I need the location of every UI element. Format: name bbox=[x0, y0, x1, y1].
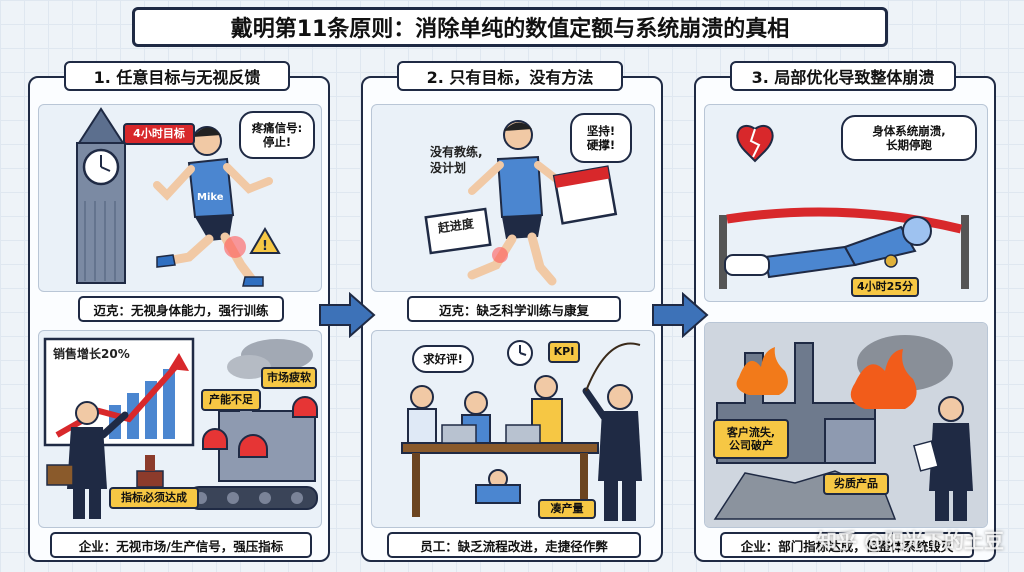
tired-runner-figure bbox=[467, 120, 568, 286]
alarm-light-icon bbox=[202, 396, 318, 458]
system-collapse-bubble: 身体系统崩溃, 长期停跑 bbox=[841, 115, 977, 161]
schedule-book-icon bbox=[424, 207, 492, 255]
must-achieve-tag: 指标必须达成 bbox=[109, 487, 199, 509]
factory-icon bbox=[188, 339, 318, 510]
praise-request-bubble: 求好评! bbox=[412, 345, 474, 373]
manager-figure bbox=[46, 401, 129, 519]
runner-scene-illustration: ! bbox=[76, 107, 281, 287]
capacity-shortage-tag: 产能不足 bbox=[201, 389, 261, 411]
shirt-label: Mike bbox=[197, 192, 224, 203]
panel-1-top-scene: ! 4小时目标 疼痛信号: 停止! Mike bbox=[38, 104, 322, 292]
panel-2-bottom-caption: 员工：缺乏流程改进，走捷径作弊 bbox=[387, 532, 641, 558]
target-badge: 4小时目标 bbox=[123, 123, 195, 145]
panel-1-bottom-scene: 销售增长20% 产能不足 市场疲软 指标必须达成 bbox=[38, 330, 322, 528]
collapsed-runner-illustration bbox=[719, 124, 969, 289]
pad-output-tag: 凑产量 bbox=[538, 499, 596, 519]
runner-no-plan-illustration bbox=[424, 120, 618, 286]
persist-bubble: 坚持! 硬撑! bbox=[570, 113, 632, 163]
panel-1-header: 1. 任意目标与无视反馈 bbox=[64, 61, 290, 91]
fire-icon bbox=[736, 347, 917, 409]
panel-2-top-caption: 迈克：缺乏科学训练与康复 bbox=[407, 296, 621, 322]
arrow-right-icon bbox=[319, 292, 376, 338]
finish-time-tag: 4小时25分 bbox=[851, 277, 919, 297]
warning-icon: ! bbox=[249, 227, 281, 254]
panel-3-bottom-caption: 企业：部门指标达成，但整体系统毁灭 bbox=[720, 532, 974, 558]
employee-figures bbox=[407, 375, 563, 504]
panel-3-top-scene: 身体系统崩溃, 长期停跑 4小时25分 bbox=[704, 104, 988, 302]
page-title: 戴明第11条原则：消除单纯的数值定额与系统崩溃的真相 bbox=[132, 7, 888, 47]
panel-1: ! 4小时目标 疼痛信号: 停止! Mike 迈克：无视身体能力，强行训练 bbox=[28, 76, 330, 562]
customer-loss-tag: 客户流失, 公司破产 bbox=[713, 419, 789, 459]
finish-line-tape bbox=[719, 207, 969, 289]
clock-tower-icon bbox=[76, 107, 126, 284]
sales-chart-board-icon bbox=[43, 337, 195, 447]
stamp-icon bbox=[136, 455, 164, 488]
laptop-icon bbox=[441, 424, 541, 444]
panel-3-bottom-scene: 客户流失, 公司破产 劣质产品 bbox=[704, 322, 988, 528]
market-weak-tag: 市场疲软 bbox=[261, 367, 317, 389]
panel-2-header: 2. 只有目标，没有方法 bbox=[397, 61, 623, 91]
arrow-right-icon bbox=[652, 292, 709, 338]
watermark: 知乎 @阳光下的土豆 bbox=[817, 529, 1004, 553]
fallen-runner-figure bbox=[724, 216, 932, 279]
wall-clock-icon bbox=[507, 340, 533, 366]
office-scene-illustration bbox=[401, 340, 642, 521]
inferior-product-tag: 劣质产品 bbox=[823, 473, 889, 495]
sad-executive-figure bbox=[913, 396, 973, 521]
no-coach-label: 没有教练, 没计划 bbox=[430, 145, 483, 175]
calendar-icon bbox=[552, 165, 618, 225]
sales-growth-label: 销售增长20% bbox=[53, 347, 130, 361]
panel-1-top-caption: 迈克：无视身体能力，强行训练 bbox=[78, 296, 284, 322]
kpi-tag: KPI bbox=[548, 341, 580, 363]
panel-2-bottom-scene: 求好评! KPI 凑产量 bbox=[371, 330, 655, 528]
panel-1-bottom-caption: 企业：无视市场/生产信号，强压指标 bbox=[50, 532, 312, 558]
panel-2-top-scene: 没有教练, 没计划 坚持! 硬撑! 赶进度 bbox=[371, 104, 655, 292]
pain-signal-bubble: 疼痛信号: 停止! bbox=[239, 111, 315, 159]
panel-2: 没有教练, 没计划 坚持! 硬撑! 赶进度 迈克：缺乏科学训练与康复 bbox=[361, 76, 663, 562]
broken-heart-icon bbox=[736, 124, 774, 163]
runner-mike-figure bbox=[153, 126, 273, 287]
svg-text:!: ! bbox=[262, 239, 268, 254]
boss-with-whip-figure bbox=[582, 342, 642, 521]
panel-3: 身体系统崩溃, 长期停跑 4小时25分 客户 bbox=[694, 76, 996, 562]
panel-3-header: 3. 局部优化导致整体崩溃 bbox=[730, 61, 956, 91]
